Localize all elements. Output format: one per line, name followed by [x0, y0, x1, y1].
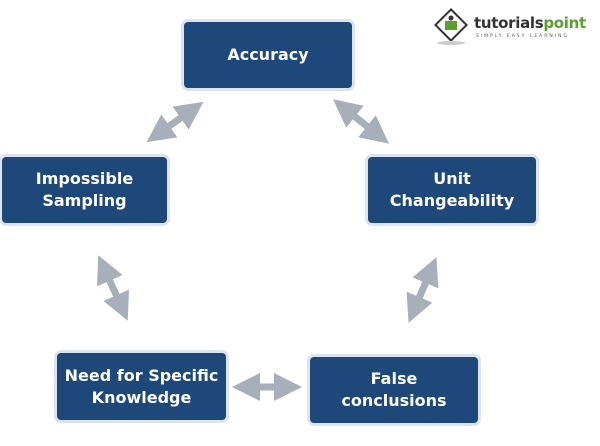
node-false-conclusions: False conclusions: [310, 357, 478, 423]
node-impossible-sampling: Impossible Sampling: [2, 157, 167, 223]
node-accuracy: Accuracy: [184, 22, 352, 88]
node-unit-changeability: Unit Changeability: [368, 157, 536, 223]
logo-tagline: SIMPLY EASY LEARNING: [476, 34, 569, 39]
arrow-accuracy-unit: [333, 99, 389, 144]
node-specific-knowledge: Need for Specific Knowledge: [57, 353, 226, 420]
arrow-unit-conclusions: [406, 257, 439, 323]
tutorialspoint-logo: tutorialspoint SIMPLY EASY LEARNING: [432, 8, 592, 48]
logo-text: tutorialspoint: [474, 14, 586, 32]
arrow-accuracy-sampling: [146, 101, 204, 143]
arrow-sampling-knowledge: [96, 255, 130, 321]
logo-emblem-icon: [434, 8, 468, 45]
